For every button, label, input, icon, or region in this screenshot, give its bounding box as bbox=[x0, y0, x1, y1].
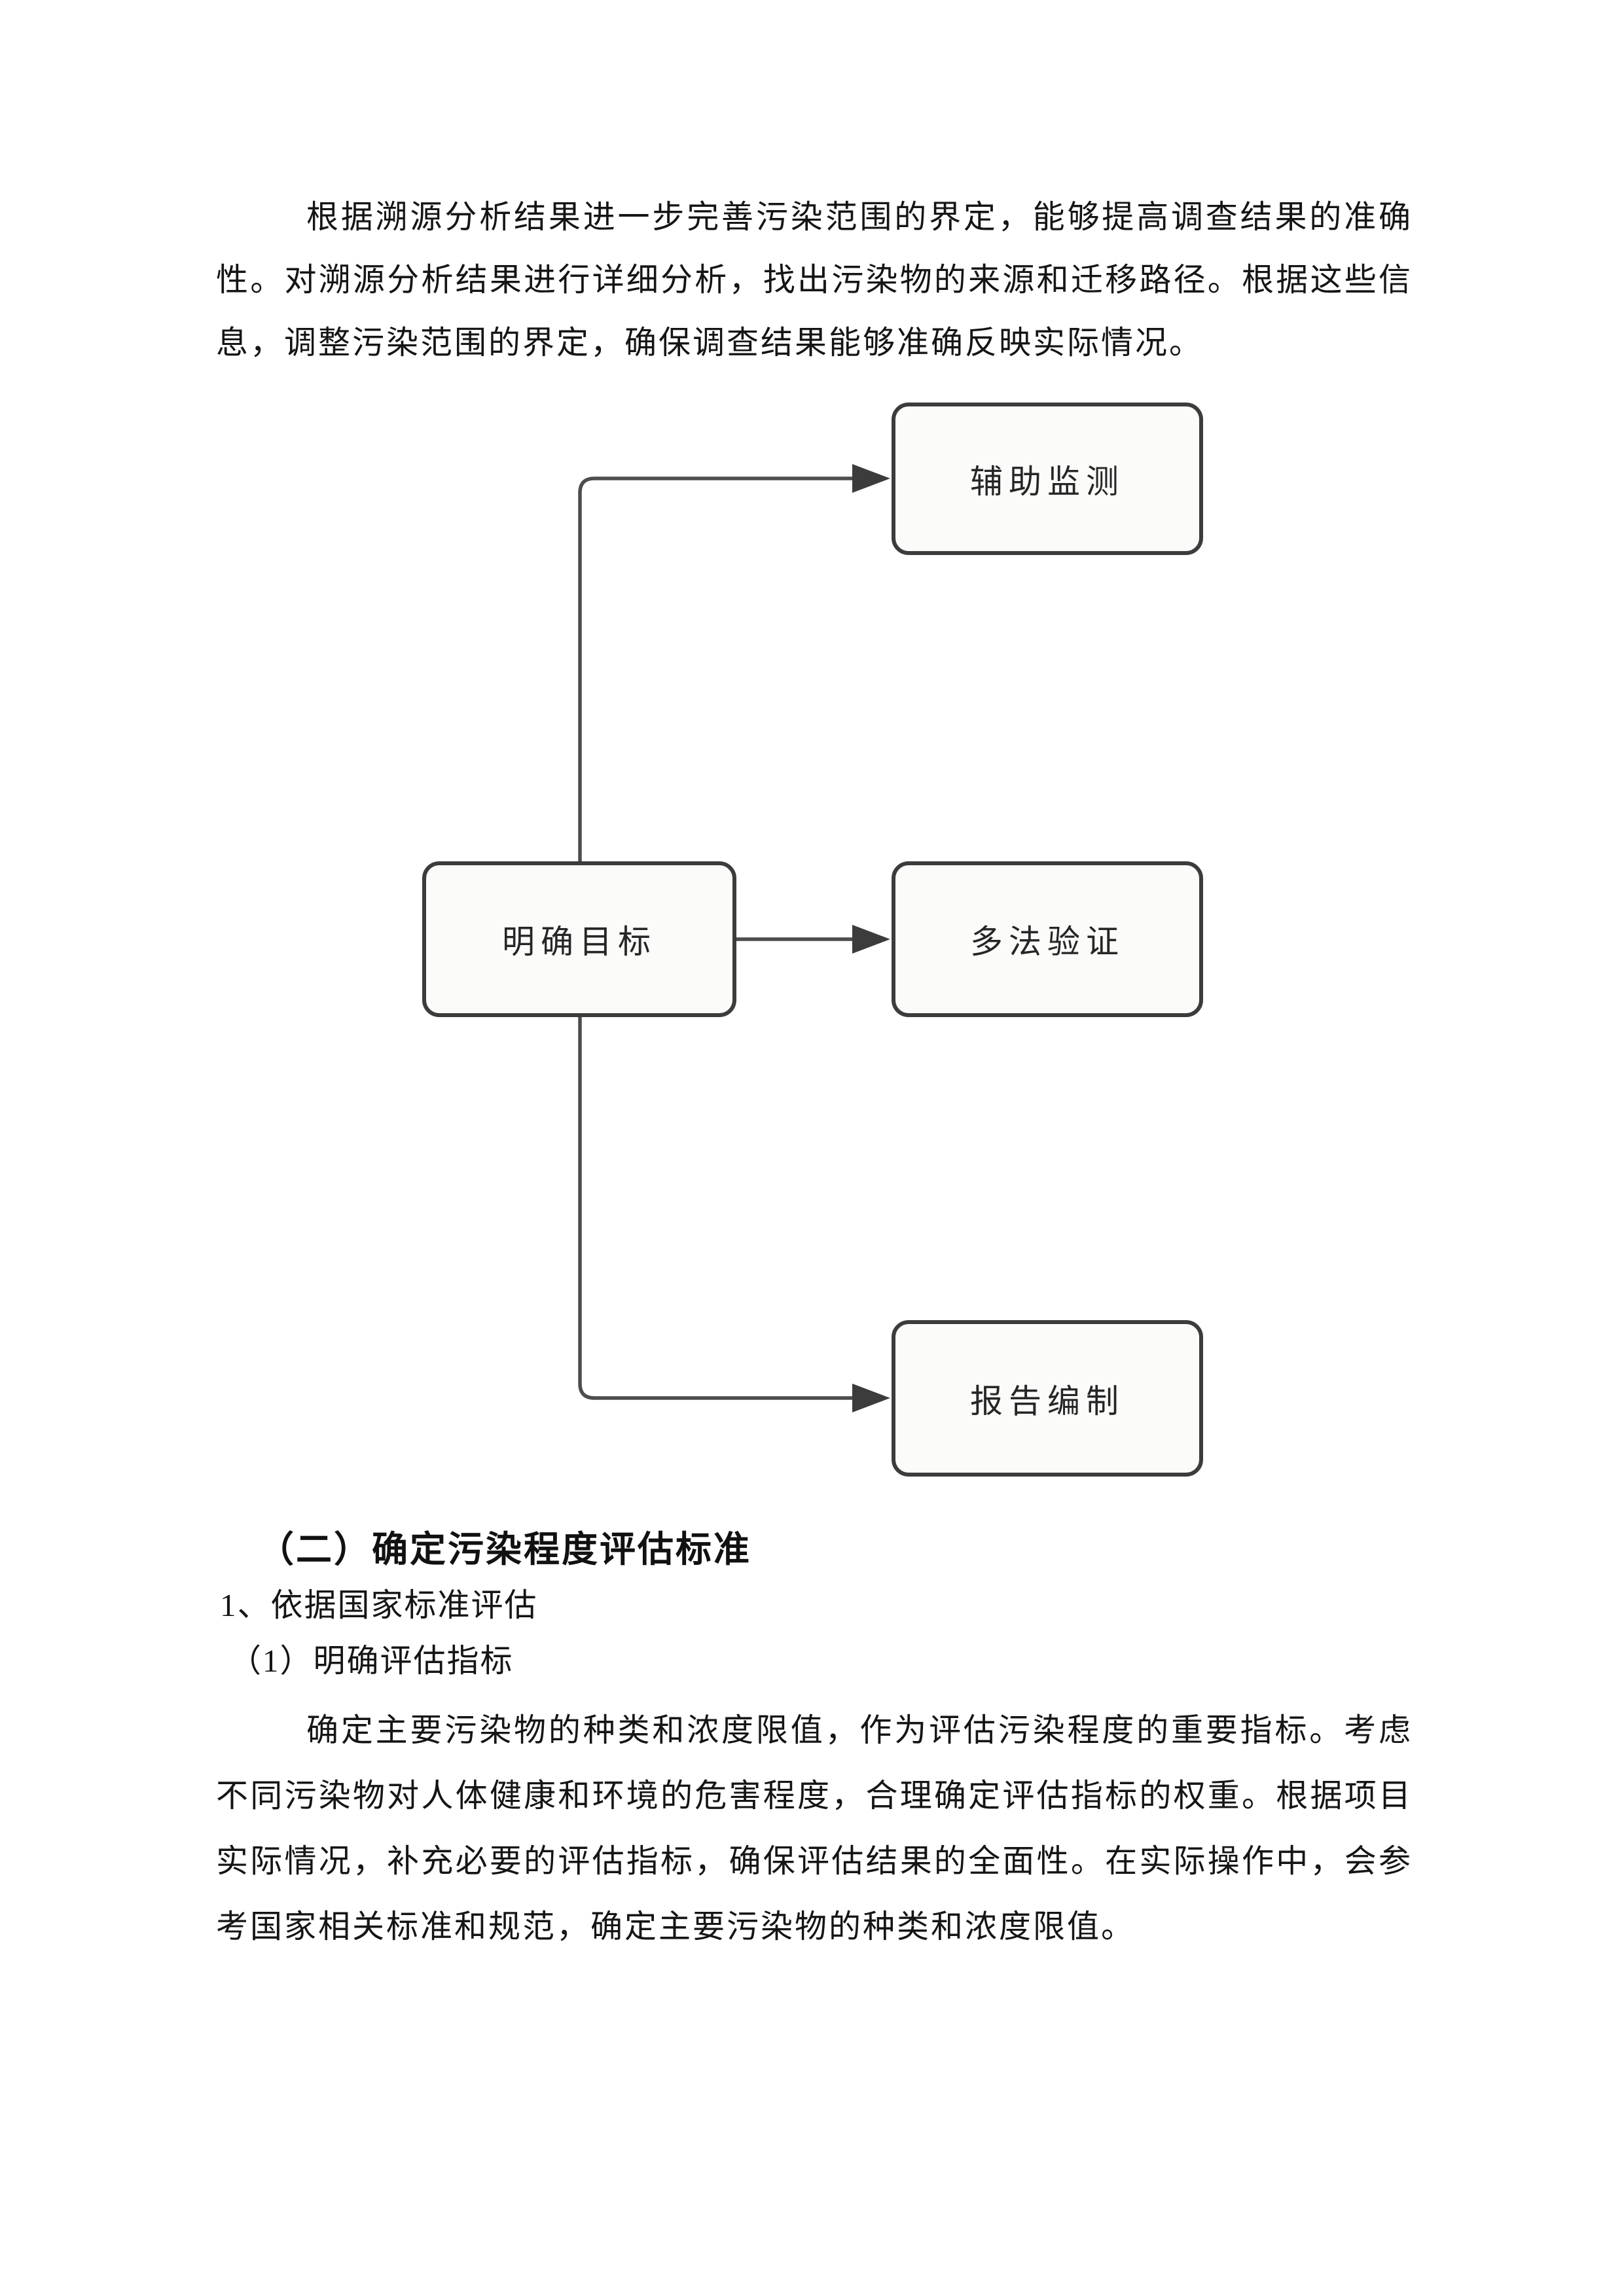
flow-node-goal: 明确目标 bbox=[422, 861, 736, 1017]
flow-node-multi-method-verification: 多法验证 bbox=[892, 861, 1203, 1017]
flow-node-aux-monitoring-label: 辅助监测 bbox=[970, 463, 1125, 500]
flow-node-multi-method-verification-label: 多法验证 bbox=[970, 924, 1125, 960]
flow-node-goal-label: 明确目标 bbox=[502, 924, 657, 960]
flow-node-aux-monitoring: 辅助监测 bbox=[892, 403, 1203, 555]
connector-goal-to-report bbox=[578, 1017, 854, 1400]
flow-node-report-compilation-label: 报告编制 bbox=[970, 1382, 1125, 1420]
arrowhead-multi-method bbox=[852, 925, 890, 954]
arrowhead-report bbox=[852, 1384, 890, 1412]
paragraph-evaluation-indicators: 确定主要污染物的种类和浓度限值，作为评估污染程度的重要指标。考虑不同污染物对人体… bbox=[216, 1712, 1413, 1945]
flow-node-report-compilation: 报告编制 bbox=[892, 1320, 1203, 1477]
arrowhead-aux-monitoring bbox=[852, 464, 890, 493]
subheading-level-2: （1）明确评估指标 bbox=[229, 1643, 514, 1679]
connector-goal-to-aux-monitoring bbox=[578, 476, 854, 861]
subheading-level-1: 1、依据国家标准评估 bbox=[220, 1587, 538, 1623]
paragraph-source-tracing: 根据溯源分析结果进一步完善污染范围的界定，能够提高调查结果的准确性。对溯源分析结… bbox=[216, 199, 1413, 361]
section-heading: （二）确定污染程度评估标准 bbox=[258, 1530, 752, 1570]
